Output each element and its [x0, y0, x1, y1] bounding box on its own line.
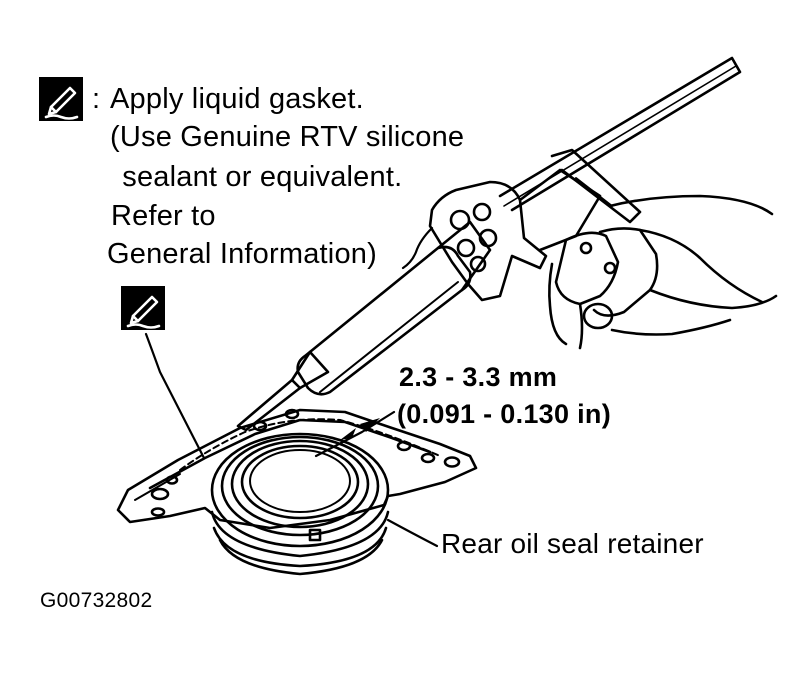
- retainer-label: Rear oil seal retainer: [441, 528, 704, 559]
- legend-leader-line: [401, 226, 434, 270]
- dimension-leader-line: [314, 410, 396, 458]
- rear-oil-seal-retainer: [116, 408, 478, 576]
- liquid-gasket-icon: [121, 286, 165, 330]
- sealant-gun: [236, 56, 742, 432]
- figure-id: G00732802: [40, 589, 153, 612]
- retainer-leader-line: [386, 518, 439, 548]
- liquid-gasket-icon: [39, 77, 83, 121]
- legend-line-2: (Use Genuine RTV silicone: [110, 121, 465, 153]
- legend-line-3: sealant or equivalent.: [114, 161, 403, 193]
- legend-line-5: General Information): [107, 238, 377, 270]
- hand: [548, 194, 778, 350]
- legend-line-1: Apply liquid gasket.: [110, 83, 364, 115]
- icon-leader-line: [144, 332, 206, 460]
- dimension-metric: 2.3 - 3.3 mm: [399, 362, 558, 392]
- legend-line-4: Refer to: [111, 200, 216, 232]
- dimension-arrows: [340, 418, 380, 440]
- legend-separator: :: [92, 83, 101, 115]
- dimension-imperial: (0.091 - 0.130 in): [397, 399, 612, 429]
